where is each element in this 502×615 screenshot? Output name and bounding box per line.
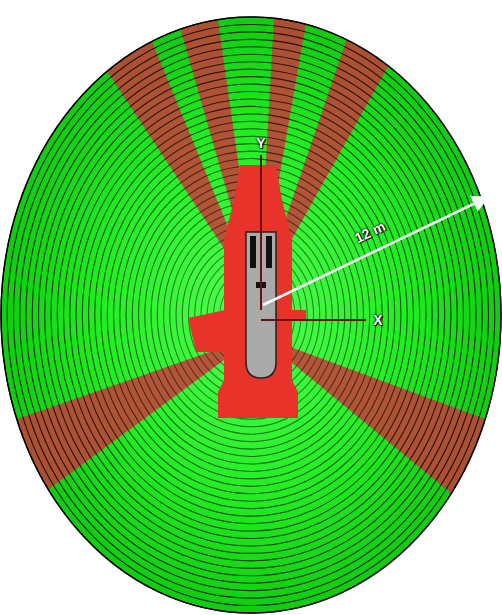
x-axis xyxy=(261,319,366,321)
range-border xyxy=(1,17,501,613)
range-ring xyxy=(70,99,433,531)
range-ring xyxy=(7,24,495,605)
range-ring xyxy=(26,47,476,583)
machine-body xyxy=(218,165,298,418)
range-ring xyxy=(114,151,389,479)
range-ring xyxy=(51,77,451,554)
range-ring xyxy=(45,69,458,561)
range-rings xyxy=(1,17,501,613)
range-field xyxy=(1,17,501,613)
machine-door xyxy=(188,306,244,352)
range-ring xyxy=(32,54,470,576)
range-ring xyxy=(95,129,408,502)
range-ring xyxy=(126,166,376,464)
blind-sectors xyxy=(0,0,502,535)
range-ring xyxy=(89,121,414,508)
range-ring xyxy=(107,144,395,487)
range-ring xyxy=(14,32,489,598)
range-ring xyxy=(76,106,426,523)
range-ring xyxy=(1,17,501,613)
range-ring xyxy=(64,92,439,539)
blind-sector xyxy=(0,335,258,525)
range-ring xyxy=(20,39,483,590)
radius-line xyxy=(263,197,488,305)
cab-part xyxy=(266,236,272,268)
axis-label: Y xyxy=(256,136,265,150)
range-ring xyxy=(57,84,445,546)
machine-mirror xyxy=(290,310,306,320)
axis-label: X xyxy=(373,313,382,327)
y-axis xyxy=(260,155,262,310)
range-ring xyxy=(101,136,401,494)
range-ring xyxy=(82,114,420,516)
cab-part xyxy=(250,236,256,268)
range-ring xyxy=(39,62,464,569)
range-ring xyxy=(120,159,383,472)
